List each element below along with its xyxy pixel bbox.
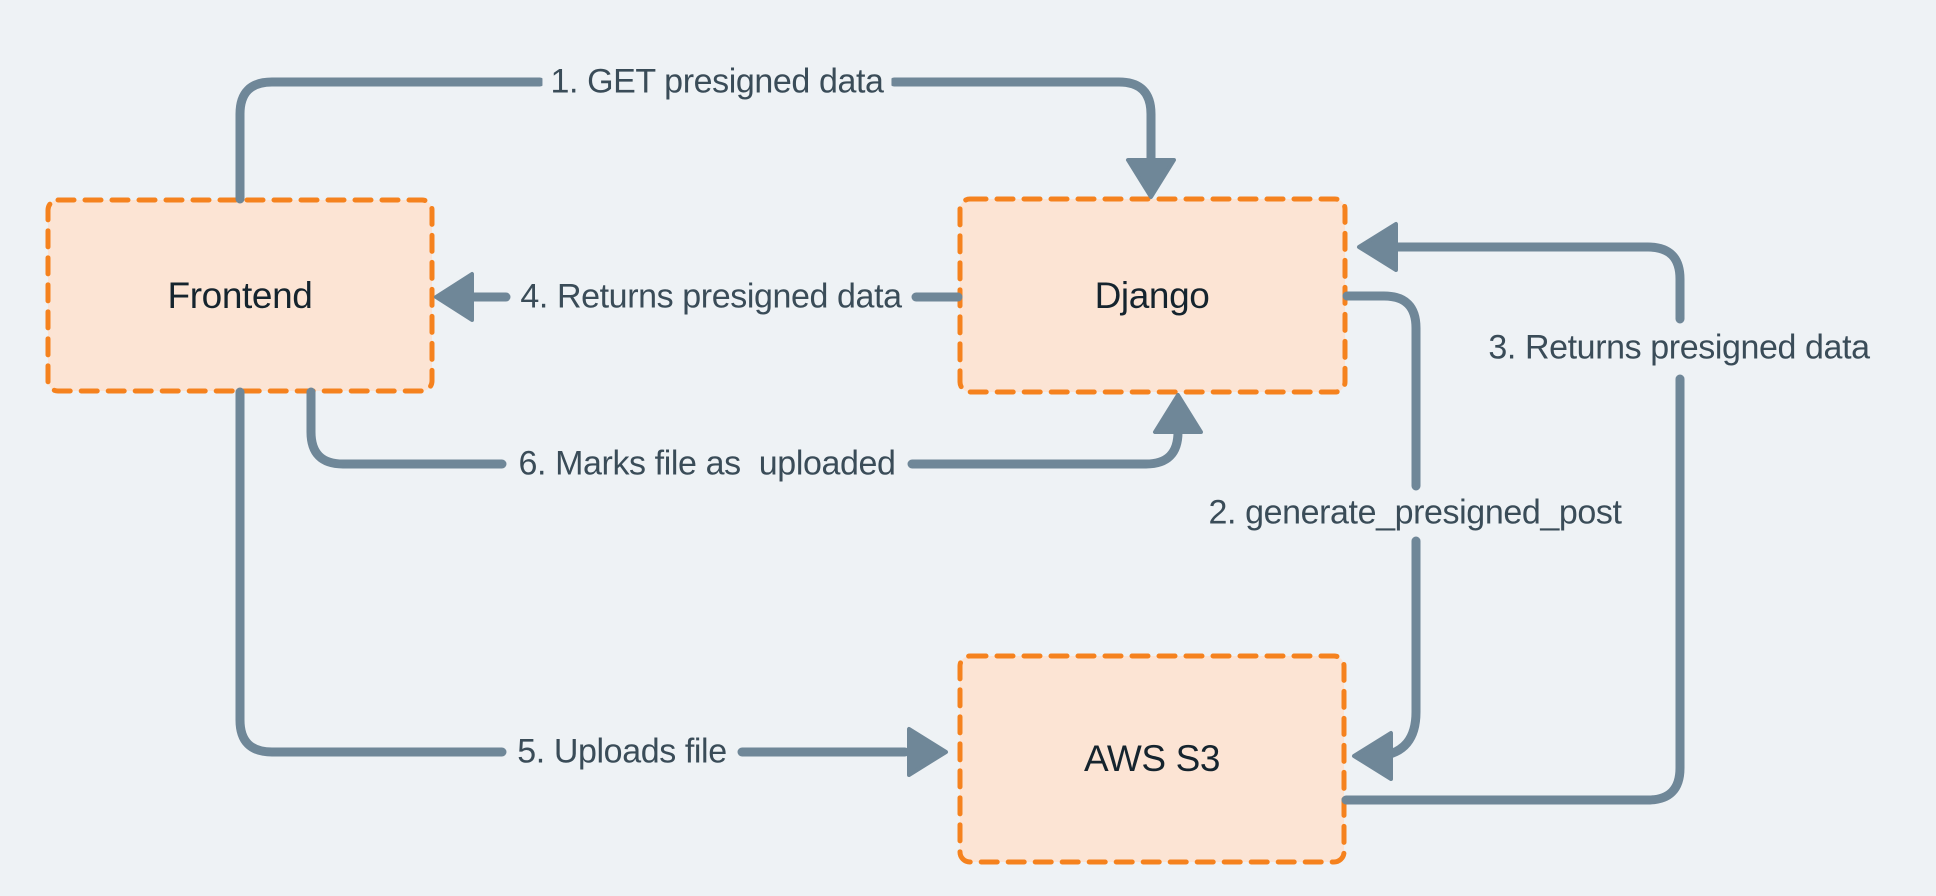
arrowhead-left-icon [434, 272, 474, 322]
django-node-label: Django [1094, 275, 1210, 316]
edge-marks-uploaded-line-left [306, 387, 507, 469]
edge-label-returns-presigned-to-django: 3. Returns presigned data [1480, 326, 1878, 370]
arrowhead-down-icon [1126, 158, 1176, 199]
edge-generate-post-line-top [1342, 291, 1421, 491]
edge-generate-post-line-bottom [1375, 536, 1421, 761]
edge-get-presigned-line-right [889, 77, 1156, 165]
arrowhead-left-icon [1352, 731, 1393, 781]
edge-label-generate-presigned-post: 2. generate_presigned_post [1200, 491, 1630, 535]
aws-s3-node-box [957, 653, 1347, 865]
edge-marks-uploaded-line-right [907, 421, 1183, 469]
edge-label-get-presigned: 1. GET presigned data [542, 60, 892, 104]
frontend-node-box [45, 197, 435, 394]
arrowhead-up-icon [1153, 393, 1203, 434]
edge-label-marks-uploaded: 6. Marks file as uploaded [510, 442, 904, 486]
edge-returns-django-line-bottom [1341, 374, 1685, 805]
arrowhead-right-icon [907, 727, 948, 777]
edge-label-returns-presigned-to-frontend: 4. Returns presigned data [512, 275, 910, 319]
edge-uploads-file-line-left [235, 387, 507, 757]
arrowhead-left-icon [1357, 222, 1398, 272]
edge-returns-django-line-top [1392, 242, 1685, 324]
frontend-node-label: Frontend [167, 275, 313, 316]
edge-get-presigned-line-left [235, 77, 545, 204]
aws-s3-node-label: AWS S3 [1083, 738, 1221, 779]
edge-label-uploads-file: 5. Uploads file [509, 730, 735, 774]
